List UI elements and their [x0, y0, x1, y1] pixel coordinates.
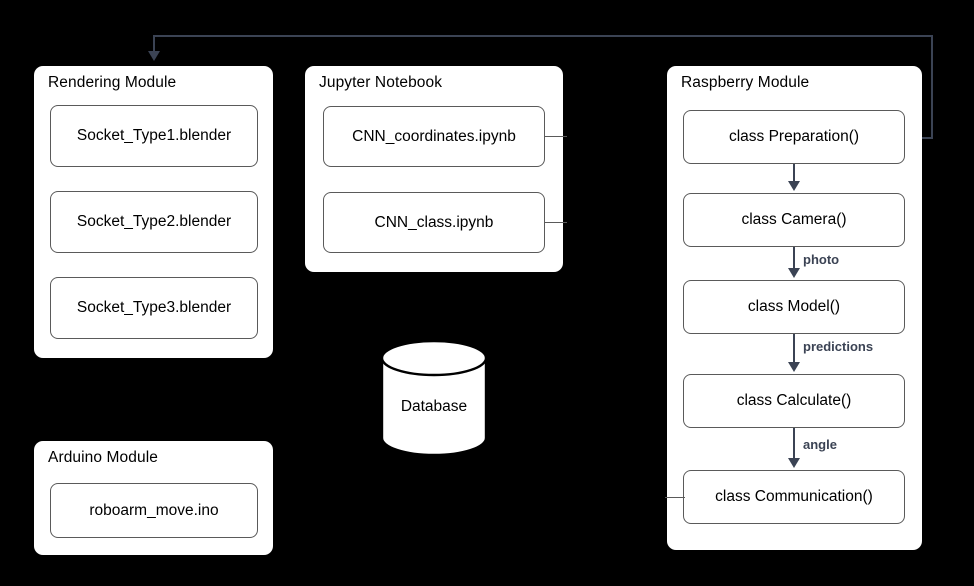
panel-jupyter-notebook-title: Jupyter Notebook [319, 74, 443, 91]
arrow-preparation-to-camera-head [788, 181, 800, 191]
database-cylinder[interactable]: Database [379, 339, 489, 457]
panel-jupyter-notebook[interactable]: Jupyter Notebook CNN_coordinates.ipynb C… [305, 66, 563, 272]
panel-arduino-module[interactable]: Arduino Module roboarm_move.ino [34, 441, 273, 555]
panel-rendering-module-title: Rendering Module [48, 74, 177, 91]
arrow-model-to-calculate-head [788, 362, 800, 372]
connector-cnn-coordinates-stub [545, 136, 567, 138]
edge-label-photo: photo [803, 252, 840, 267]
node-cnn-coordinates-ipynb[interactable]: CNN_coordinates.ipynb [323, 106, 545, 167]
database-cylinder-shape [380, 339, 488, 457]
arrow-camera-to-model-head [788, 268, 800, 278]
node-class-camera[interactable]: class Camera() [683, 193, 905, 247]
feedback-connector-right-vertical [931, 35, 933, 138]
arrow-camera-to-model-line [793, 247, 795, 270]
node-class-model[interactable]: class Model() [683, 280, 905, 334]
feedback-connector-left-vertical [153, 35, 155, 55]
database-label: Database [400, 398, 468, 415]
panel-rendering-module[interactable]: Rendering Module Socket_Type1.blender So… [34, 66, 273, 358]
panel-arduino-module-title: Arduino Module [48, 449, 158, 466]
arrow-calculate-to-communication-line [793, 428, 795, 460]
node-socket-type3-blender[interactable]: Socket_Type3.blender [50, 277, 258, 339]
edge-label-predictions: predictions [803, 339, 874, 354]
node-socket-type2-blender[interactable]: Socket_Type2.blender [50, 191, 258, 253]
feedback-connector-arrowhead [148, 51, 160, 61]
edge-label-angle: angle [803, 437, 837, 452]
arrow-preparation-to-camera-line [793, 164, 795, 183]
node-cnn-class-ipynb[interactable]: CNN_class.ipynb [323, 192, 545, 253]
node-roboarm-move-ino[interactable]: roboarm_move.ino [50, 483, 258, 538]
node-class-preparation[interactable]: class Preparation() [683, 110, 905, 164]
arrow-calculate-to-communication-head [788, 458, 800, 468]
node-socket-type1-blender[interactable]: Socket_Type1.blender [50, 105, 258, 167]
panel-raspberry-module[interactable]: Raspberry Module class Preparation() cla… [667, 66, 922, 550]
connector-cnn-class-stub [545, 222, 567, 224]
arrow-model-to-calculate-line [793, 334, 795, 364]
connector-communication-stub [665, 497, 685, 499]
node-class-communication[interactable]: class Communication() [683, 470, 905, 524]
panel-raspberry-module-title: Raspberry Module [681, 74, 810, 91]
node-class-calculate[interactable]: class Calculate() [683, 374, 905, 428]
feedback-connector-top-horizontal [153, 35, 932, 37]
